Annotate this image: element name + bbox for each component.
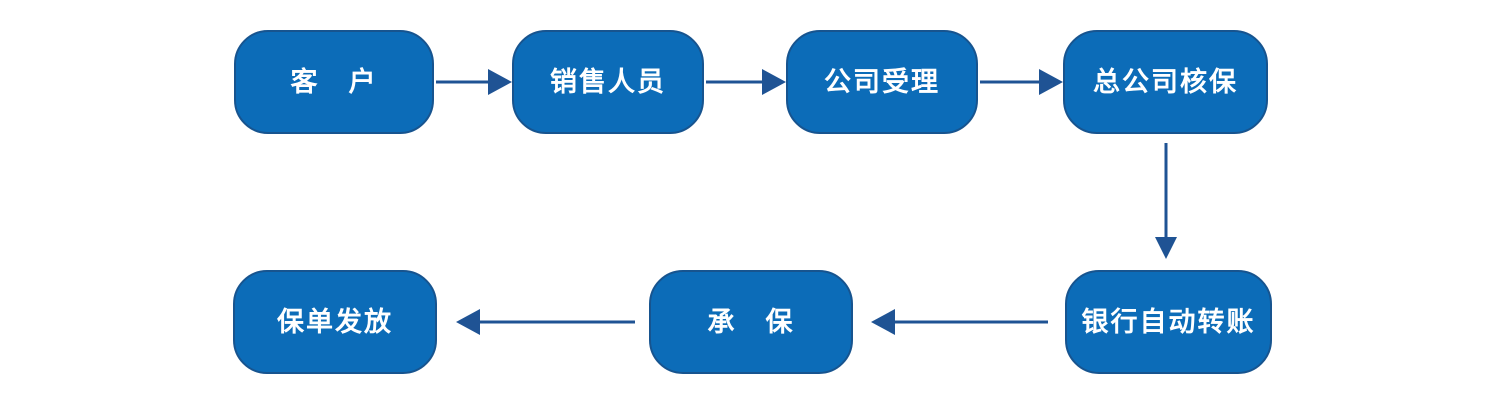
- arrow-underwrite-to-policy: [456, 309, 635, 335]
- flow-node-customer: 客 户: [234, 30, 434, 134]
- arrow-sales-to-acceptance: [706, 69, 786, 95]
- arrow-headoffice-to-bank: [1155, 143, 1177, 259]
- arrow-bank-to-underwrite: [871, 309, 1048, 335]
- flow-node-company-acceptance-label: 公司受理: [824, 66, 940, 98]
- flow-node-bank-auto-transfer: 银行自动转账: [1065, 270, 1272, 374]
- flow-node-underwrite-label: 承 保: [707, 306, 795, 338]
- flow-node-head-office-underwriting: 总公司核保: [1063, 30, 1268, 134]
- flow-node-policy-issuance: 保单发放: [233, 270, 437, 374]
- arrow-customer-to-sales: [436, 69, 512, 95]
- flow-node-customer-label: 客 户: [290, 66, 378, 98]
- flow-node-head-office-underwriting-label: 总公司核保: [1093, 66, 1238, 98]
- flow-node-sales-staff-label: 销售人员: [550, 66, 666, 98]
- flow-node-bank-auto-transfer-label: 银行自动转账: [1081, 306, 1256, 338]
- flow-node-sales-staff: 销售人员: [512, 30, 704, 134]
- flow-node-company-acceptance: 公司受理: [786, 30, 978, 134]
- flow-node-underwrite: 承 保: [649, 270, 853, 374]
- arrow-acceptance-to-headoffice: [980, 69, 1063, 95]
- flow-node-policy-issuance-label: 保单发放: [277, 306, 393, 338]
